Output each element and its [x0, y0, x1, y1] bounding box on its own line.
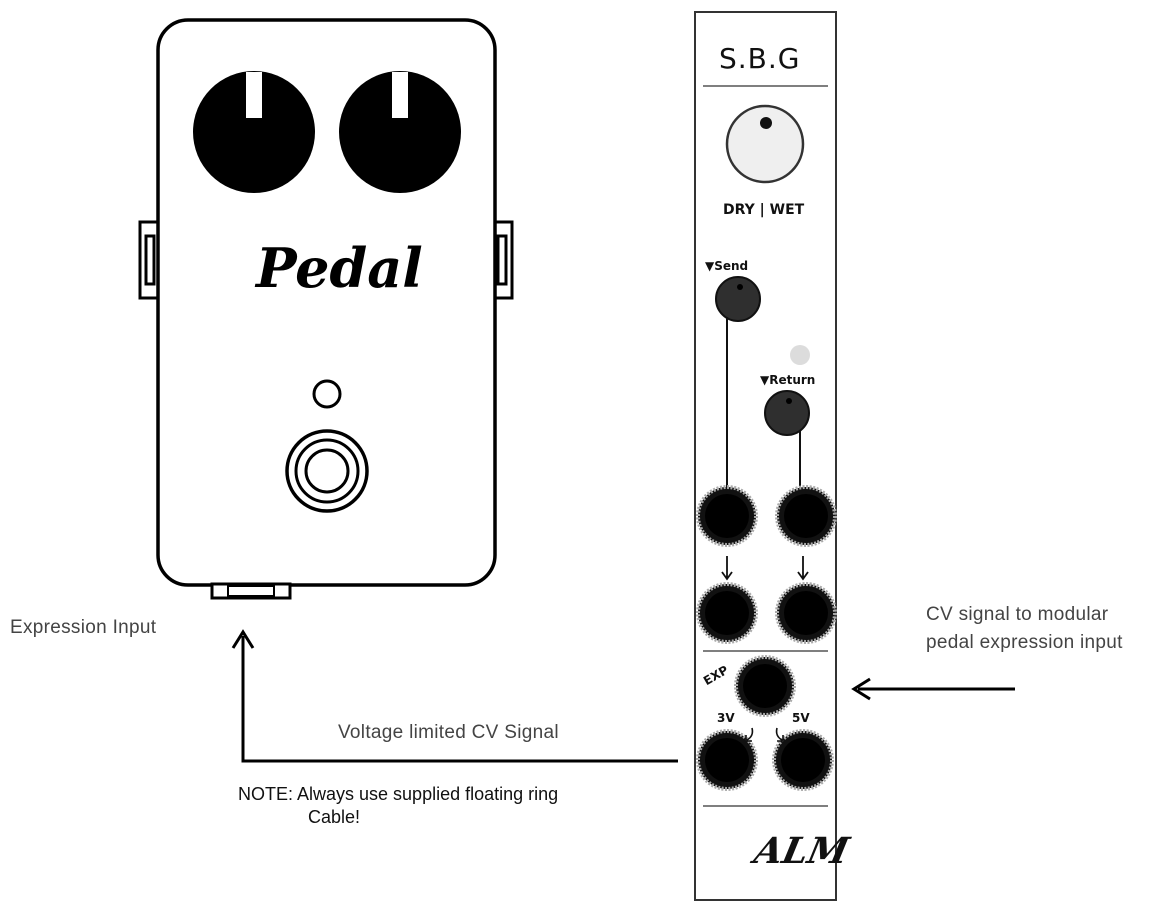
send-label: ▼Send — [705, 259, 749, 273]
expression-input-label: Expression Input — [10, 617, 157, 638]
cv-cable-arrowhead — [231, 629, 255, 649]
three-v-curve-arrow-icon — [745, 727, 754, 742]
pedal-knob-right[interactable] — [339, 71, 461, 193]
pedal-title: Pedal — [256, 236, 423, 300]
status-led — [790, 345, 810, 365]
cv-signal-label-line2: pedal expression input — [926, 632, 1123, 653]
return-label: ▼Return — [760, 373, 816, 387]
cv-signal-label-line1: CV signal to modular — [926, 604, 1109, 625]
alm-logo: ALM — [750, 830, 853, 872]
sbg-module — [694, 11, 837, 901]
module-title: S.B.G — [719, 42, 801, 75]
five-v-curve-arrow-icon — [775, 727, 784, 742]
pedal-knob-left[interactable] — [193, 71, 315, 193]
input-arrowhead — [851, 677, 871, 701]
pedal — [138, 18, 514, 600]
dry-wet-knob[interactable] — [725, 104, 805, 184]
five-v-label: 5V — [792, 711, 810, 725]
signal-connection — [231, 629, 1015, 763]
dry-wet-label: DRY | WET — [723, 202, 805, 218]
note-line1: NOTE: Always use supplied floating ring — [238, 784, 559, 804]
return-knob[interactable] — [764, 390, 810, 436]
return-down-arrow-icon — [797, 556, 809, 581]
three-v-label: 3V — [717, 711, 735, 725]
pedal-led — [312, 379, 342, 409]
send-knob[interactable] — [715, 276, 761, 322]
send-down-arrow-icon — [721, 556, 733, 581]
voltage-limited-label: Voltage limited CV Signal — [338, 722, 559, 743]
cv-cable-line — [241, 636, 678, 763]
note-line2: Cable! — [308, 807, 361, 827]
